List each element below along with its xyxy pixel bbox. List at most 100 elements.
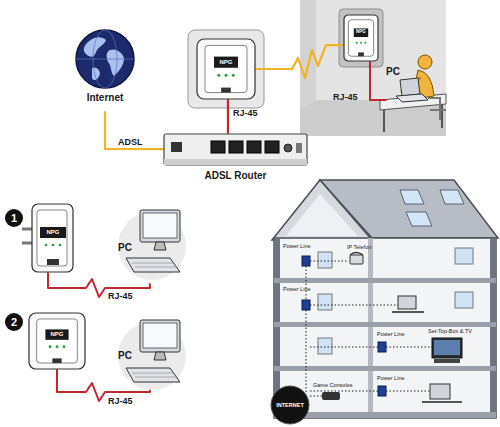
powerline-adapter-shape xyxy=(22,203,74,273)
desk-top xyxy=(380,94,446,110)
pc-aura xyxy=(118,212,186,280)
room-label: Power Line xyxy=(377,375,411,382)
internet-badge: INTERNET xyxy=(270,385,310,425)
status-led xyxy=(360,42,362,44)
keyboard xyxy=(126,368,180,382)
node-text: ADSL Router xyxy=(163,169,308,183)
window xyxy=(318,294,332,310)
skylight xyxy=(400,190,424,204)
continent-shape xyxy=(107,49,124,76)
power-switch xyxy=(296,143,302,153)
internet-globe: Internet xyxy=(72,28,138,112)
house-monitor xyxy=(398,296,416,309)
chair xyxy=(428,98,446,120)
floor-slab xyxy=(274,366,496,371)
adapter-face xyxy=(37,210,67,266)
keyboard-keys xyxy=(132,373,176,377)
device-label: Set-Top-Box & TV xyxy=(428,328,488,335)
house-body xyxy=(274,238,496,418)
plug-prong xyxy=(22,242,33,245)
powerline-wiring xyxy=(306,261,432,396)
game-console xyxy=(322,392,340,400)
window xyxy=(318,338,332,354)
house-desk xyxy=(422,401,462,403)
ip-phone xyxy=(350,255,363,264)
status-led xyxy=(52,244,55,247)
cable-line xyxy=(227,100,229,133)
house-adapter xyxy=(378,342,386,352)
adsl-router: ADSL Router xyxy=(163,133,308,185)
powerline-adapter: NPG xyxy=(343,14,379,62)
adapter-outline xyxy=(32,204,73,272)
ethernet-port xyxy=(229,141,243,153)
device-label: Game Consoles xyxy=(313,382,361,389)
adapter-outline xyxy=(344,15,378,61)
adapter-face xyxy=(348,20,373,56)
laptop-screen xyxy=(400,78,420,96)
node-text: NPG xyxy=(40,227,66,238)
cable-line xyxy=(256,45,343,78)
floor-slab xyxy=(274,278,496,283)
adapter-outline xyxy=(197,39,255,99)
outer-wall xyxy=(490,238,496,418)
skylight xyxy=(406,212,432,226)
room-label: Power Line xyxy=(283,243,317,250)
equator-line xyxy=(76,59,134,60)
cable-label: RJ-45 xyxy=(108,291,144,302)
pc-computer: PC xyxy=(112,208,182,284)
house-adapter xyxy=(302,256,310,266)
node-text: Internet xyxy=(72,91,138,105)
status-led xyxy=(356,42,358,44)
phone-handset xyxy=(350,253,363,256)
wall-socket xyxy=(339,9,383,67)
gable xyxy=(272,180,372,240)
continent-shape xyxy=(84,37,106,57)
status-led xyxy=(59,244,62,247)
cable-label: RJ-45 xyxy=(108,396,144,407)
keyboard-keys xyxy=(132,263,176,267)
status-led xyxy=(45,244,48,247)
monitor-frame xyxy=(140,210,180,242)
power-jack xyxy=(284,144,292,152)
skylight xyxy=(440,190,464,204)
adapter-badge xyxy=(45,329,68,339)
status-led xyxy=(49,345,52,348)
powerline-adapter: NPG xyxy=(196,38,256,100)
ethernet-port xyxy=(247,141,261,153)
callout-circle xyxy=(5,313,23,331)
laptop-base xyxy=(396,94,428,102)
monitor-frame xyxy=(140,320,180,352)
window xyxy=(455,292,473,308)
status-led xyxy=(364,42,366,44)
status-led xyxy=(217,74,220,77)
node-text: PC xyxy=(118,242,140,254)
tv-set xyxy=(432,338,462,358)
node-text: NPG xyxy=(45,329,68,339)
monitor-screen xyxy=(143,213,177,238)
adapter-badge xyxy=(214,57,238,68)
node-text: NPG xyxy=(354,28,368,37)
set-top-box xyxy=(434,359,460,363)
adapter-face xyxy=(37,319,78,363)
window xyxy=(455,248,473,264)
node-text: INTERNET xyxy=(270,401,310,409)
callout-number: 1 xyxy=(5,211,23,225)
node-text: PC xyxy=(386,66,408,78)
room-label: Power Line xyxy=(377,331,411,338)
badge-circle xyxy=(271,386,309,424)
powerline-adapter-shape xyxy=(28,312,86,370)
powerline-adapter: NPG xyxy=(22,203,74,273)
powerline-adapter-shape xyxy=(343,14,379,62)
rj45-port xyxy=(358,52,364,56)
status-led xyxy=(225,74,228,77)
callout-number: 2 xyxy=(5,315,23,329)
rj45-port xyxy=(221,88,231,93)
window xyxy=(318,252,332,268)
tv-screen xyxy=(434,340,460,355)
status-led xyxy=(56,345,59,348)
room-wall xyxy=(300,0,446,100)
house-monitor xyxy=(430,384,450,399)
